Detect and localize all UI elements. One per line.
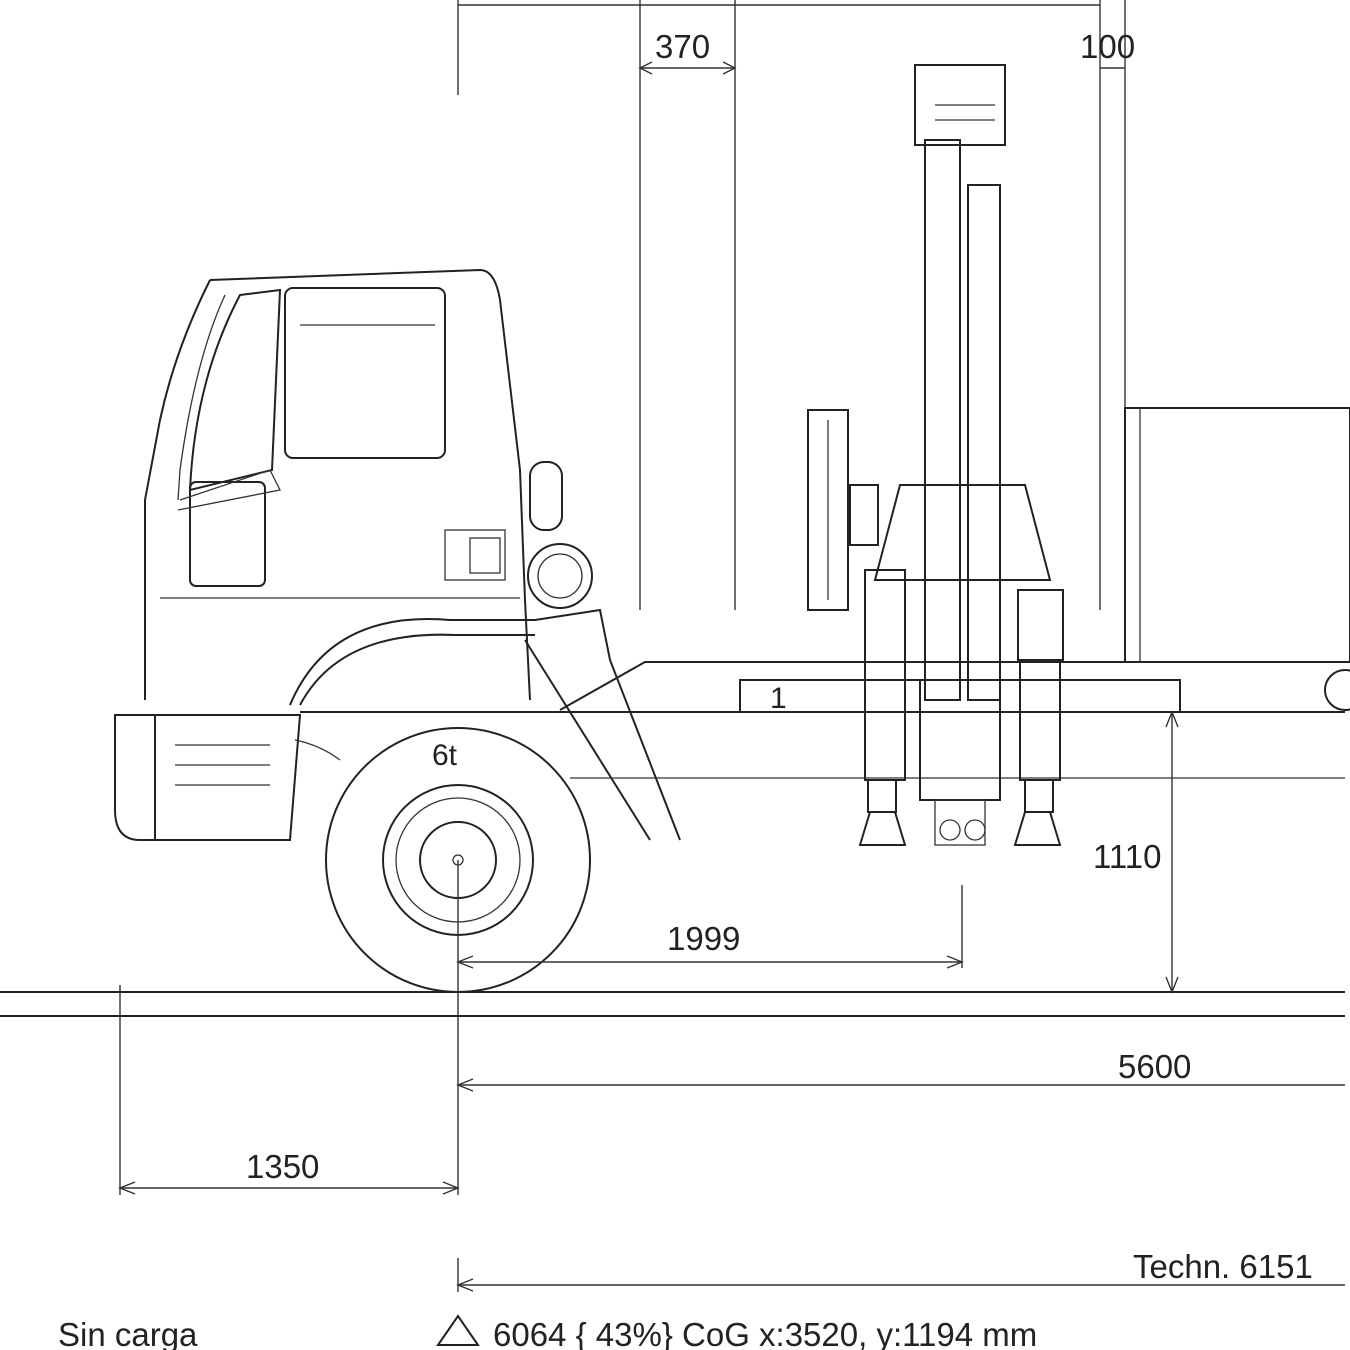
load-state-label: Sin carga	[58, 1316, 198, 1350]
marker-one-label: 1	[770, 682, 787, 715]
dim-1999-label: 1999	[667, 920, 740, 957]
dim-1350-label: 1350	[246, 1148, 319, 1185]
dim-370-label: 370	[655, 28, 710, 65]
axle-load-label: 6t	[432, 739, 458, 772]
dim-1110-label: 1110	[1093, 838, 1162, 875]
dim-techn-label: Techn. 6151	[1133, 1248, 1313, 1285]
dim-techn	[456, 1258, 1345, 1292]
ground-lines	[0, 991, 1345, 1017]
dim-5600	[456, 1016, 1345, 1195]
top-dimension-lines	[457, 0, 1126, 610]
exhaust-pipe	[524, 461, 681, 841]
triangle-icon	[436, 1314, 480, 1346]
chassis-frame	[300, 407, 1350, 779]
summary-label: 6064 { 43%} CoG x:3520, y:1194 mm	[493, 1316, 1037, 1350]
dim-1350	[118, 985, 460, 1195]
crane-column	[807, 64, 1064, 846]
truck-cab	[144, 268, 535, 706]
dim-100-label: 100	[1080, 28, 1135, 65]
front-bumper	[114, 714, 341, 841]
dim-1110	[1165, 710, 1179, 994]
dim-1999	[456, 860, 964, 1016]
dim-5600-label: 5600	[1118, 1048, 1191, 1085]
